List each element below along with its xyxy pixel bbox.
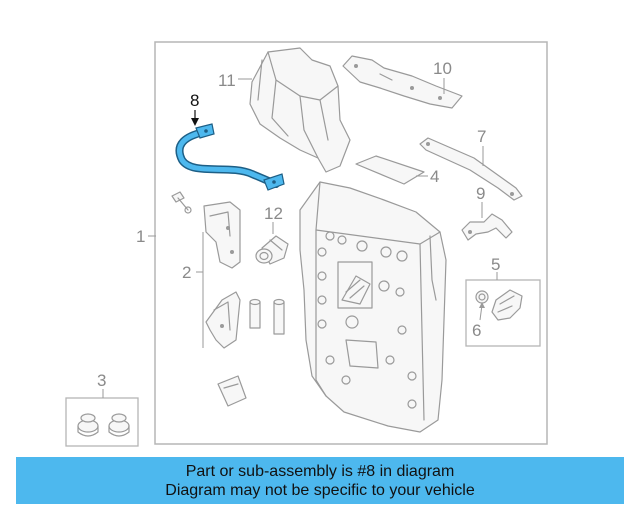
callout-11: 11 (218, 71, 236, 90)
callout-3: 3 (97, 371, 106, 390)
callout-8: 8 (190, 91, 199, 110)
part-4-pad (355, 155, 425, 185)
caption-banner: Part or sub-assembly is #8 in diagram Di… (16, 457, 624, 504)
part-5-frame (465, 279, 541, 347)
callout-12: 12 (264, 204, 283, 223)
callout-1: 1 (136, 227, 145, 246)
part-10-plate (342, 55, 463, 109)
callout-9: 9 (476, 184, 485, 203)
caption-line-2: Diagram may not be specific to your vehi… (165, 481, 475, 499)
callout-4: 4 (430, 167, 439, 186)
screw (171, 191, 192, 214)
part-11-heat-shield (249, 47, 351, 173)
assembly-frame (154, 41, 548, 445)
callout-6: 6 (472, 321, 481, 340)
part-7-bracket (419, 137, 523, 201)
callout-10: 10 (433, 59, 452, 78)
part-8-cable-highlighted (175, 123, 285, 191)
part-5-connector (475, 289, 523, 321)
callout-2: 2 (182, 263, 191, 282)
part-12-bolt (255, 235, 289, 265)
part-8-arrow (191, 110, 199, 126)
part-2-leader (196, 232, 204, 348)
part-3-grommets (77, 413, 130, 437)
part-6-arrow (479, 302, 485, 321)
part-2-brackets (203, 201, 285, 349)
part-9-bracket (461, 213, 513, 241)
spacer-block (217, 375, 247, 407)
part-1-inverter-assembly (299, 181, 447, 433)
callout-5: 5 (491, 255, 500, 274)
part-3-frame (65, 397, 139, 447)
caption-line-1: Part or sub-assembly is #8 in diagram (185, 462, 455, 480)
callout-7: 7 (477, 127, 486, 146)
